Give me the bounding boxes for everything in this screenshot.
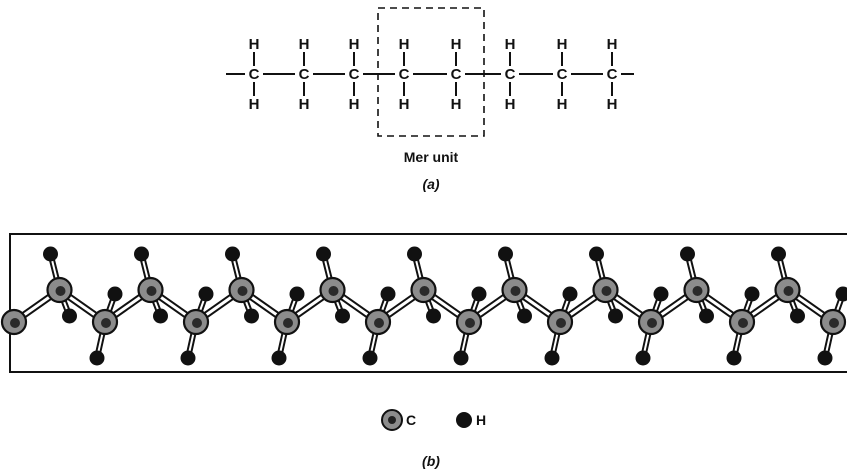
- legend-carbon-label: C: [406, 412, 416, 428]
- carbon-ball-core: [419, 286, 430, 296]
- hydrogen-ball: [62, 308, 77, 324]
- carbon-atom: C: [557, 66, 568, 83]
- hydrogen-atom: H: [557, 96, 568, 113]
- hydrogen-atom: H: [249, 36, 260, 53]
- carbon-ball-core: [192, 318, 202, 328]
- hydrogen-ball: [744, 286, 760, 302]
- hydrogen-ball: [225, 246, 240, 262]
- hydrogen-ball: [517, 308, 532, 324]
- hydrogen-atom: H: [299, 96, 310, 113]
- hydrogen-atom: H: [607, 36, 618, 53]
- carbon-atom: C: [349, 66, 360, 83]
- legend-hydrogen-symbol: [456, 412, 472, 428]
- hydrogen-ball: [89, 350, 105, 366]
- hydrogen-atom: H: [399, 96, 410, 113]
- hydrogen-ball: [426, 308, 441, 324]
- carbon-ball-core: [738, 318, 748, 328]
- hydrogen-ball: [589, 246, 604, 262]
- carbon-ball-core: [601, 286, 612, 296]
- hydrogen-ball: [817, 350, 833, 366]
- carbon-atom: C: [505, 66, 516, 83]
- legend-carbon-core: [388, 416, 396, 424]
- carbon-ball-core: [647, 318, 657, 328]
- hydrogen-ball: [544, 350, 560, 366]
- hydrogen-ball: [790, 308, 805, 324]
- carbon-ball-core: [783, 286, 794, 296]
- mer-unit-label: Mer unit: [404, 149, 459, 165]
- hydrogen-ball: [316, 246, 331, 262]
- hydrogen-atom: H: [505, 36, 516, 53]
- hydrogen-ball: [335, 308, 350, 324]
- hydrogen-ball: [271, 350, 287, 366]
- hydrogen-ball: [771, 246, 786, 262]
- carbon-atom: C: [451, 66, 462, 83]
- hydrogen-ball: [198, 286, 214, 302]
- caption-a: (a): [422, 176, 439, 192]
- hydrogen-atom: H: [349, 36, 360, 53]
- hydrogen-ball: [562, 286, 578, 302]
- hydrogen-ball: [635, 350, 651, 366]
- hydrogen-ball: [362, 350, 378, 366]
- legend: C H: [381, 409, 486, 431]
- hydrogen-ball: [180, 350, 196, 366]
- carbon-ball-core: [829, 318, 839, 328]
- hydrogen-ball: [43, 246, 58, 262]
- hydrogen-ball: [498, 246, 513, 262]
- carbon-ball-core: [237, 286, 248, 296]
- hydrogen-atom: H: [299, 36, 310, 53]
- hydrogen-ball: [134, 246, 149, 262]
- carbon-atom: C: [607, 66, 618, 83]
- hydrogen-ball: [107, 286, 123, 302]
- hydrogen-atom: H: [557, 36, 568, 53]
- hydrogen-atom: H: [451, 96, 462, 113]
- legend-hydrogen-label: H: [476, 412, 486, 428]
- hydrogen-atom: H: [399, 36, 410, 53]
- carbon-ball-core: [101, 318, 111, 328]
- hydrogen-ball: [726, 350, 742, 366]
- carbon-atom: C: [249, 66, 260, 83]
- carbon-atom: C: [399, 66, 410, 83]
- carbon-ball-core: [465, 318, 475, 328]
- hydrogen-ball: [699, 308, 714, 324]
- carbon-atom: C: [299, 66, 310, 83]
- carbon-ball-core: [556, 318, 566, 328]
- hydrogen-atom: H: [249, 96, 260, 113]
- hydrogen-atom: H: [505, 96, 516, 113]
- carbon-ball-core: [374, 318, 384, 328]
- carbon-ball-core: [146, 286, 157, 296]
- carbon-ball-core: [283, 318, 293, 328]
- hydrogen-ball: [153, 308, 168, 324]
- caption-b: (b): [422, 453, 440, 469]
- hydrogen-ball: [471, 286, 487, 302]
- carbon-ball-core: [692, 286, 703, 296]
- hydrogen-atom: H: [349, 96, 360, 113]
- hydrogen-ball: [289, 286, 305, 302]
- carbon-ball-core: [510, 286, 521, 296]
- mer-unit-box: [377, 7, 485, 137]
- hydrogen-ball: [453, 350, 469, 366]
- hydrogen-ball: [608, 308, 623, 324]
- ball-and-stick-chain: [0, 246, 847, 366]
- model-frame: [9, 233, 847, 373]
- hydrogen-ball: [653, 286, 669, 302]
- carbon-ball-core: [55, 286, 66, 296]
- hydrogen-ball: [380, 286, 396, 302]
- hydrogen-atom: H: [451, 36, 462, 53]
- hydrogen-atom: H: [607, 96, 618, 113]
- hydrogen-ball: [244, 308, 259, 324]
- carbon-ball-core: [10, 318, 20, 328]
- hydrogen-ball: [407, 246, 422, 262]
- hydrogen-ball: [835, 286, 847, 302]
- carbon-ball-core: [328, 286, 339, 296]
- hydrogen-ball: [680, 246, 695, 262]
